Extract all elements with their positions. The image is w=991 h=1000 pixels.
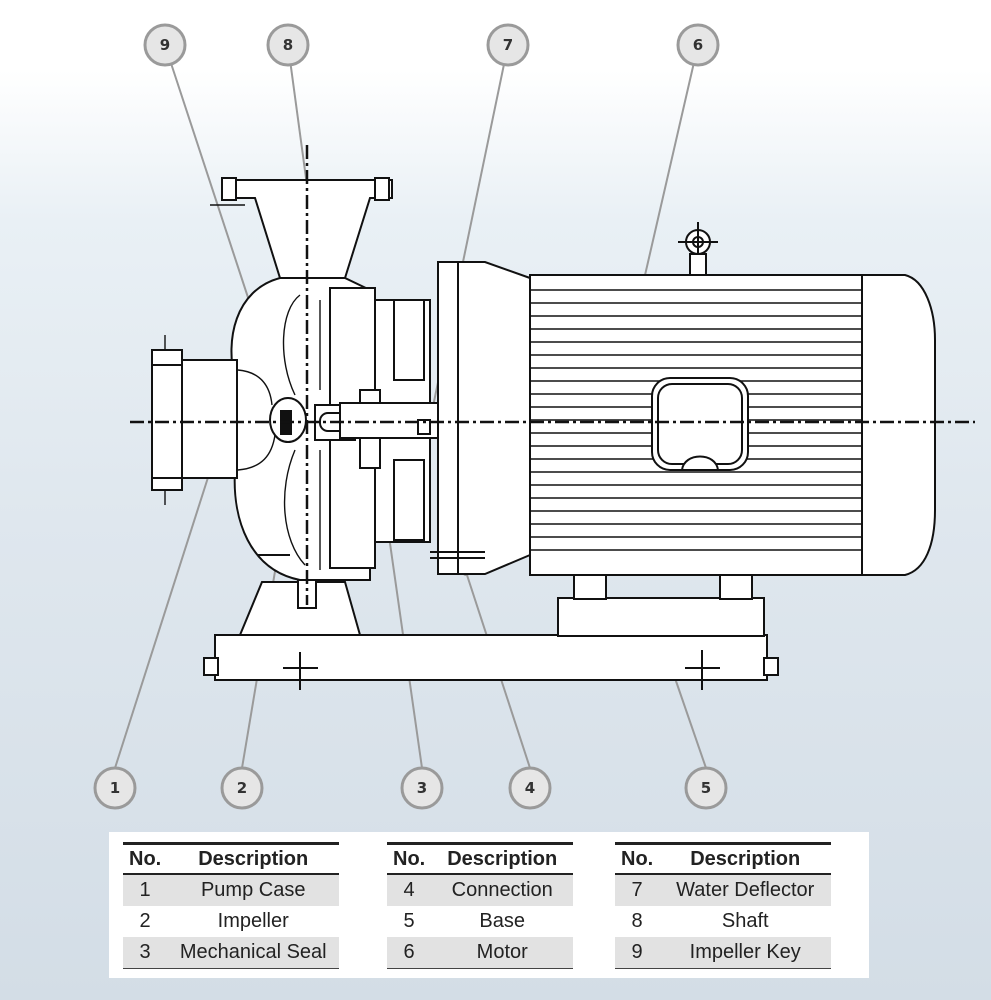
svg-text:5: 5 <box>701 779 711 797</box>
part-no: 6 <box>387 937 432 969</box>
part-desc: Motor <box>431 937 574 969</box>
part-desc: Pump Case <box>167 874 340 906</box>
motor <box>529 222 936 576</box>
part-no: 8 <box>631 910 643 932</box>
svg-text:4: 4 <box>525 779 535 797</box>
callout-9: 9 <box>143 23 187 67</box>
part-desc: Mechanical Seal <box>167 937 340 969</box>
svg-text:8: 8 <box>283 36 293 54</box>
part-no: 9 <box>615 937 660 969</box>
svg-text:1: 1 <box>110 779 120 797</box>
callout-8: 8 <box>266 23 310 67</box>
svg-text:6: 6 <box>693 36 703 54</box>
svg-text:9: 9 <box>160 36 170 54</box>
part-no: 1 <box>123 874 168 906</box>
legend-row: 8 Shaft <box>615 906 831 937</box>
part-no: 4 <box>387 874 432 906</box>
legend-row: 2 Impeller <box>123 906 339 937</box>
part-desc: Impeller Key <box>659 937 832 969</box>
header-no: No. <box>123 842 168 875</box>
callout-5: 5 <box>684 766 728 810</box>
part-desc: Connection <box>431 874 574 906</box>
connection <box>430 261 531 575</box>
callout-7: 7 <box>486 23 530 67</box>
svg-text:2: 2 <box>237 779 247 797</box>
callout-3: 3 <box>400 766 444 810</box>
part-desc: Base <box>479 910 526 932</box>
part-no: 3 <box>123 937 168 969</box>
base <box>203 574 779 690</box>
callout-6: 6 <box>676 23 720 67</box>
part-desc: Impeller <box>217 910 289 932</box>
header-description: Description <box>167 842 340 875</box>
callout-4: 4 <box>508 766 552 810</box>
callout-2: 2 <box>220 766 264 810</box>
part-desc: Water Deflector <box>659 874 832 906</box>
header-no: No. <box>387 842 432 875</box>
part-desc: Shaft <box>721 910 769 932</box>
shaft <box>339 402 441 439</box>
pump-case <box>151 177 431 609</box>
header-description: Description <box>659 842 832 875</box>
header-no: No. <box>615 842 660 875</box>
svg-text:7: 7 <box>503 36 513 54</box>
part-no: 5 <box>403 910 415 932</box>
callout-1: 1 <box>93 766 137 810</box>
header-description: Description <box>431 842 574 875</box>
centre-lines <box>130 145 975 605</box>
part-no: 2 <box>139 910 151 932</box>
legend-row: 5 Base <box>387 906 573 937</box>
part-no: 7 <box>615 874 660 906</box>
svg-text:3: 3 <box>417 779 427 797</box>
